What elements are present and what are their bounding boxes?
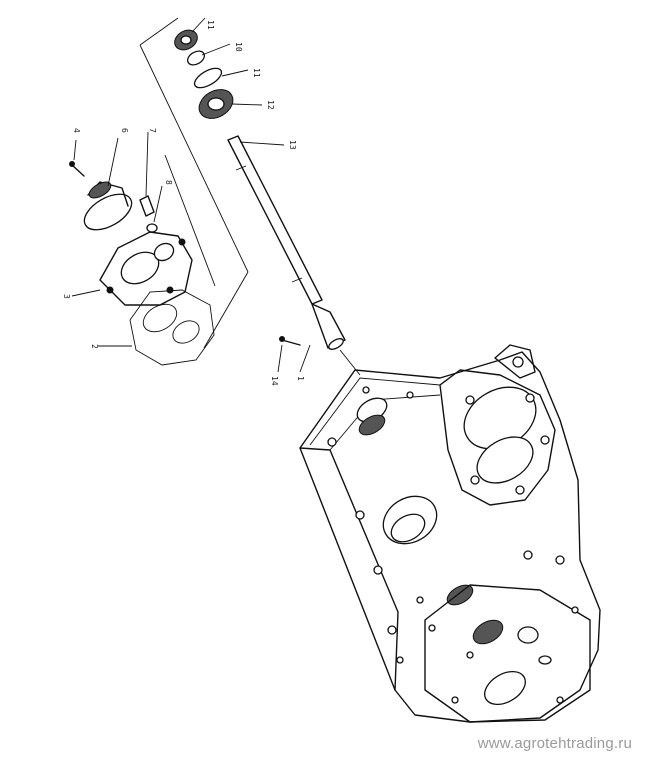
rim-holes [327, 386, 414, 635]
callout-4: 4 [72, 128, 81, 133]
callout-10: 10 [234, 42, 243, 52]
assembly-boundary-lines [139, 17, 249, 349]
gearbox-housing [299, 344, 601, 723]
shaft-end-parts [174, 29, 234, 119]
callout-11: 11 [252, 68, 261, 78]
callout-labels: 11 10 11 12 13 4 6 7 8 3 2 14 1 [62, 20, 305, 386]
watermark-text: www.agrotehtrading.ru [477, 735, 632, 752]
callout-2: 2 [90, 344, 99, 349]
callout-13: 13 [288, 140, 297, 150]
leader-lines [71, 17, 311, 373]
shaft [227, 135, 361, 376]
callout-7: 7 [148, 128, 157, 133]
callout-8: 8 [164, 180, 173, 185]
cover-assembly [69, 161, 301, 366]
callout-14: 14 [270, 376, 279, 386]
callout-12: 12 [266, 100, 275, 110]
callout-6: 6 [120, 128, 129, 133]
callout-3: 3 [62, 294, 71, 299]
callout-1: 1 [296, 376, 305, 381]
callout-9: 11 [206, 20, 215, 30]
